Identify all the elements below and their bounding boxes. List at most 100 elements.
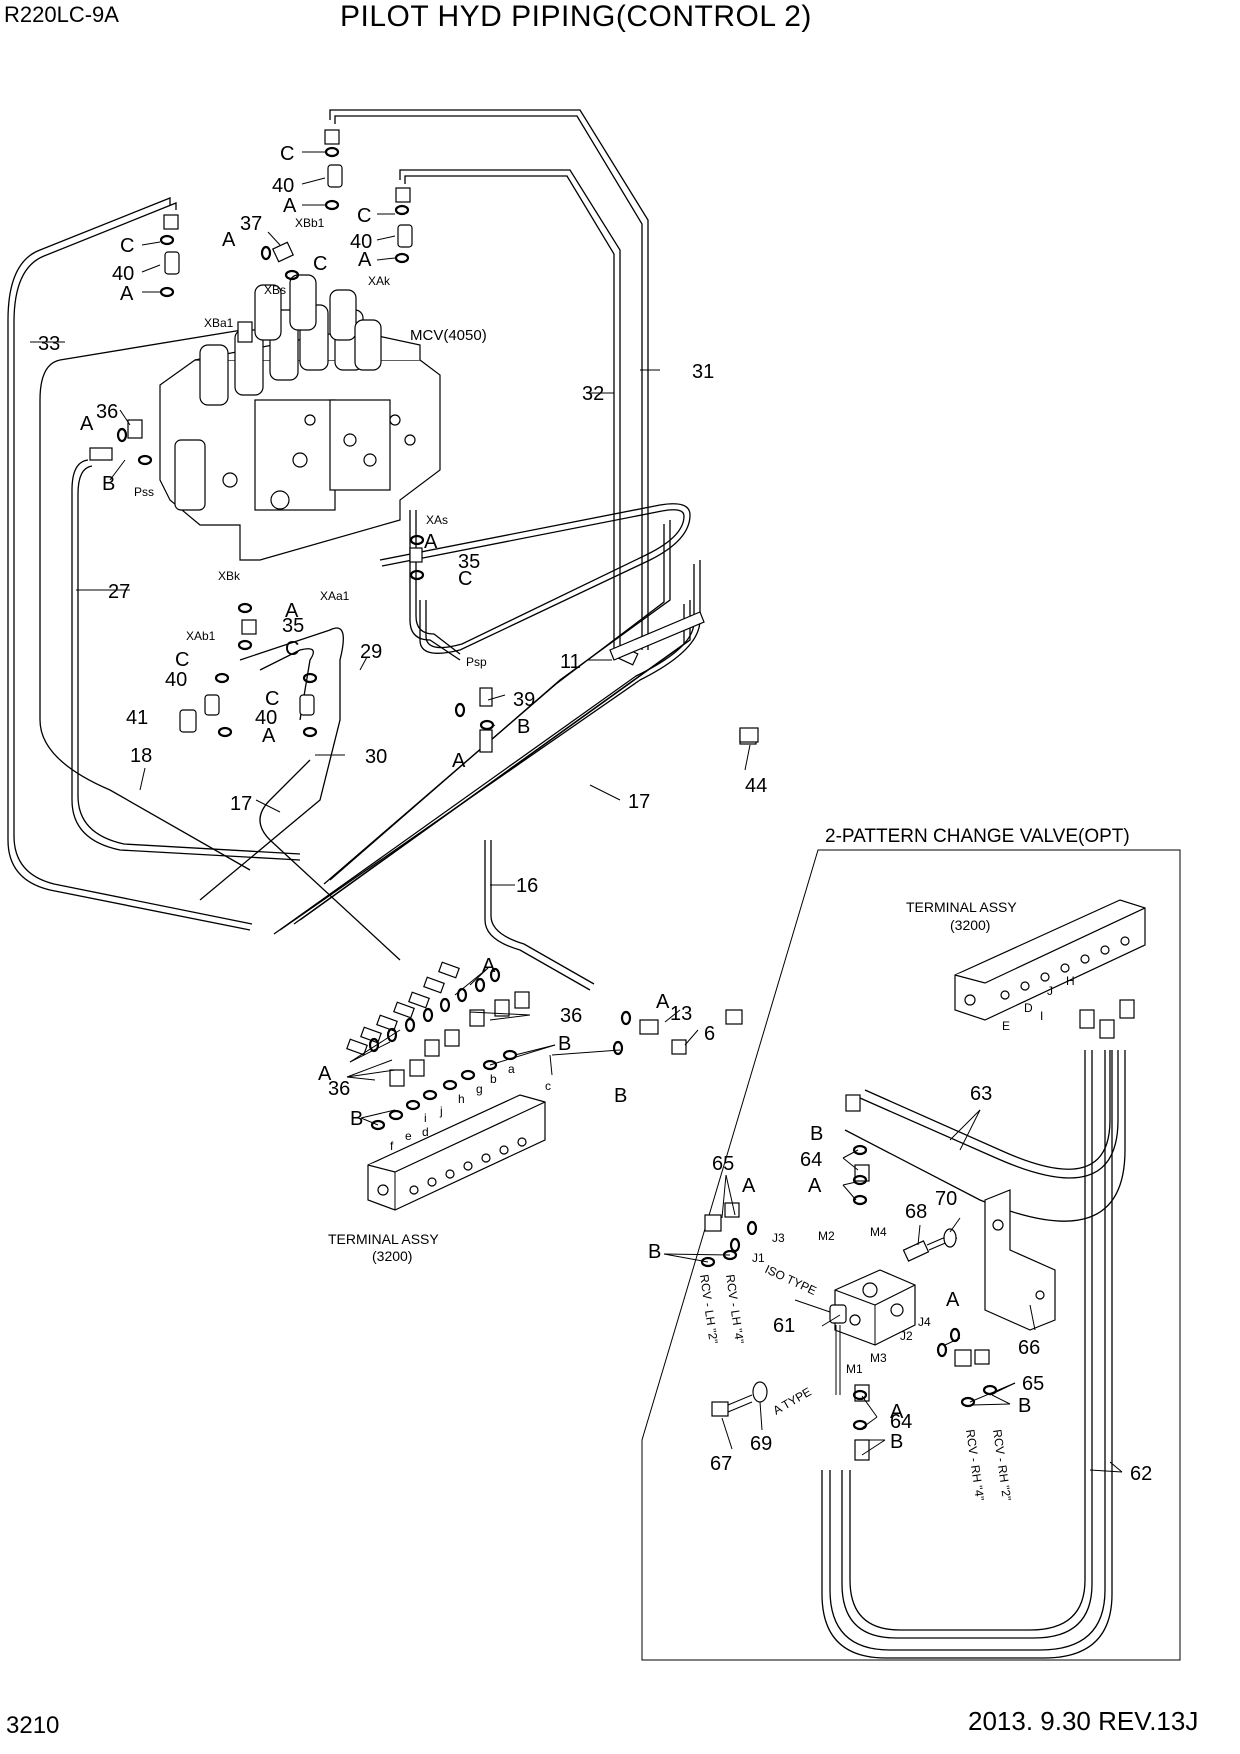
a-type-label: A TYPE [771, 1385, 814, 1418]
port-j1: J1 [752, 1251, 765, 1265]
port-labels: XBb1 XBs XBa1 XAk Pss XAs XBk XAa1 XAb1 … [134, 216, 1075, 1376]
seal-letter: B [1018, 1395, 1031, 1417]
seal-letter: B [810, 1123, 823, 1145]
seal-letter: A [808, 1175, 822, 1197]
seal-letter: A [120, 283, 134, 305]
callout-66: 66 [1018, 1337, 1040, 1359]
callout-63: 63 [970, 1083, 992, 1105]
model-label: R220LC-9A [4, 2, 119, 27]
washer-70 [943, 1228, 957, 1248]
callout-35: 35 [458, 551, 480, 573]
seal-letter: A [262, 725, 276, 747]
port-m4: M4 [870, 1225, 887, 1239]
callout-40: 40 [165, 669, 187, 691]
port-j: j [439, 1104, 443, 1118]
port-g: g [476, 1082, 483, 1096]
seal-letter: C [458, 568, 472, 590]
callout-17: 17 [628, 791, 650, 813]
callout-16: 16 [516, 875, 538, 897]
port-E: E [1002, 1019, 1010, 1033]
port-xbb1: XBb1 [295, 216, 325, 230]
callout-17: 17 [230, 793, 252, 815]
callout-41: 41 [126, 707, 148, 729]
callout-11: 11 [560, 651, 581, 673]
port-c: c [545, 1079, 551, 1093]
port-xab1: XAb1 [186, 629, 216, 643]
bracket-66 [984, 1189, 1056, 1331]
pipe-routes [7, 109, 1126, 1659]
seal-letter: A [222, 229, 236, 251]
option-box-frame [641, 849, 1181, 1661]
port-m1: M1 [846, 1362, 863, 1376]
port-b: b [490, 1072, 497, 1086]
port-xbk: XBk [218, 569, 241, 583]
seal-letter: B [648, 1241, 661, 1263]
callout-64: 64 [800, 1149, 822, 1171]
callout-44: 44 [745, 775, 767, 797]
seal-letter: A [285, 600, 299, 622]
seal-letter: C [285, 638, 299, 660]
rcv-lh-2-label: RCV - LH "2" [697, 1273, 721, 1344]
port-j2: J2 [900, 1329, 913, 1343]
port-h: h [458, 1092, 465, 1106]
option-box-title: 2-PATTERN CHANGE VALVE(OPT) [825, 826, 1130, 847]
terminal-assy-right-label: TERMINAL ASSY [906, 899, 1017, 915]
port-j4: J4 [918, 1315, 931, 1329]
terminal-assy-left-block [367, 1094, 546, 1211]
port-I: I [1040, 1009, 1043, 1023]
callout-61: 61 [773, 1315, 795, 1337]
revision-date: 2013. 9.30 REV.13J [968, 1706, 1199, 1736]
rcv-lh-4-label: RCV - LH "4" [723, 1273, 747, 1344]
seal-letter: A [946, 1289, 960, 1311]
port-f: f [390, 1139, 394, 1153]
port-xaa1: XAa1 [320, 589, 350, 603]
seal-letter: C [265, 688, 279, 710]
mcv-valve-block [159, 274, 441, 561]
seal-rings [116, 146, 998, 1431]
port-xba1: XBa1 [204, 316, 234, 330]
seal-letter: C [280, 143, 294, 165]
seal-letter: A [80, 413, 94, 435]
callout-30: 30 [365, 746, 387, 768]
seal-letter: A [358, 249, 372, 271]
port-d: d [422, 1125, 429, 1139]
callout-68: 68 [905, 1201, 927, 1223]
port-m2: M2 [818, 1229, 835, 1243]
port-j3: J3 [772, 1231, 785, 1245]
callout-69: 69 [750, 1433, 772, 1455]
callout-32: 32 [582, 383, 604, 405]
seal-letter: C [313, 253, 327, 275]
port-xbs: XBs [264, 283, 286, 297]
port-H: H [1066, 974, 1075, 988]
page-title: PILOT HYD PIPING(CONTROL 2) [340, 0, 812, 33]
callout-33: 33 [38, 333, 60, 355]
rcv-rh-2-label: RCV - RH "2" [990, 1428, 1014, 1501]
seal-letter: A [452, 750, 466, 772]
seal-letter: B [558, 1033, 571, 1055]
callout-40: 40 [272, 175, 294, 197]
seal-letter: A [656, 991, 670, 1013]
washer-69 [752, 1381, 768, 1403]
seal-letter: A [424, 531, 438, 553]
rcv-rh-4-label: RCV - RH "4" [963, 1428, 987, 1501]
callout-39: 39 [513, 689, 535, 711]
seal-letter: A [318, 1063, 332, 1085]
callout-31: 31 [692, 361, 714, 383]
seal-letter: C [120, 235, 134, 257]
terminal-assy-right-code: (3200) [950, 917, 990, 933]
terminal-assy-right-block [954, 899, 1146, 1021]
port-m3: M3 [870, 1351, 887, 1365]
callout-65: 65 [712, 1153, 734, 1175]
port-xak: XAk [368, 274, 391, 288]
port-xas: XAs [426, 513, 448, 527]
assembly-labels: MCV(4050) TERMINAL ASSY (3200) 2-PATTERN… [328, 327, 1130, 1502]
seal-letter: C [357, 205, 371, 227]
seal-letter: A [742, 1175, 756, 1197]
port-e: e [405, 1129, 412, 1143]
seal-letter: C [175, 649, 189, 671]
callout-40: 40 [112, 263, 134, 285]
seal-letter: A [283, 195, 297, 217]
fittings [89, 129, 1135, 1461]
port-psp: Psp [466, 655, 487, 669]
